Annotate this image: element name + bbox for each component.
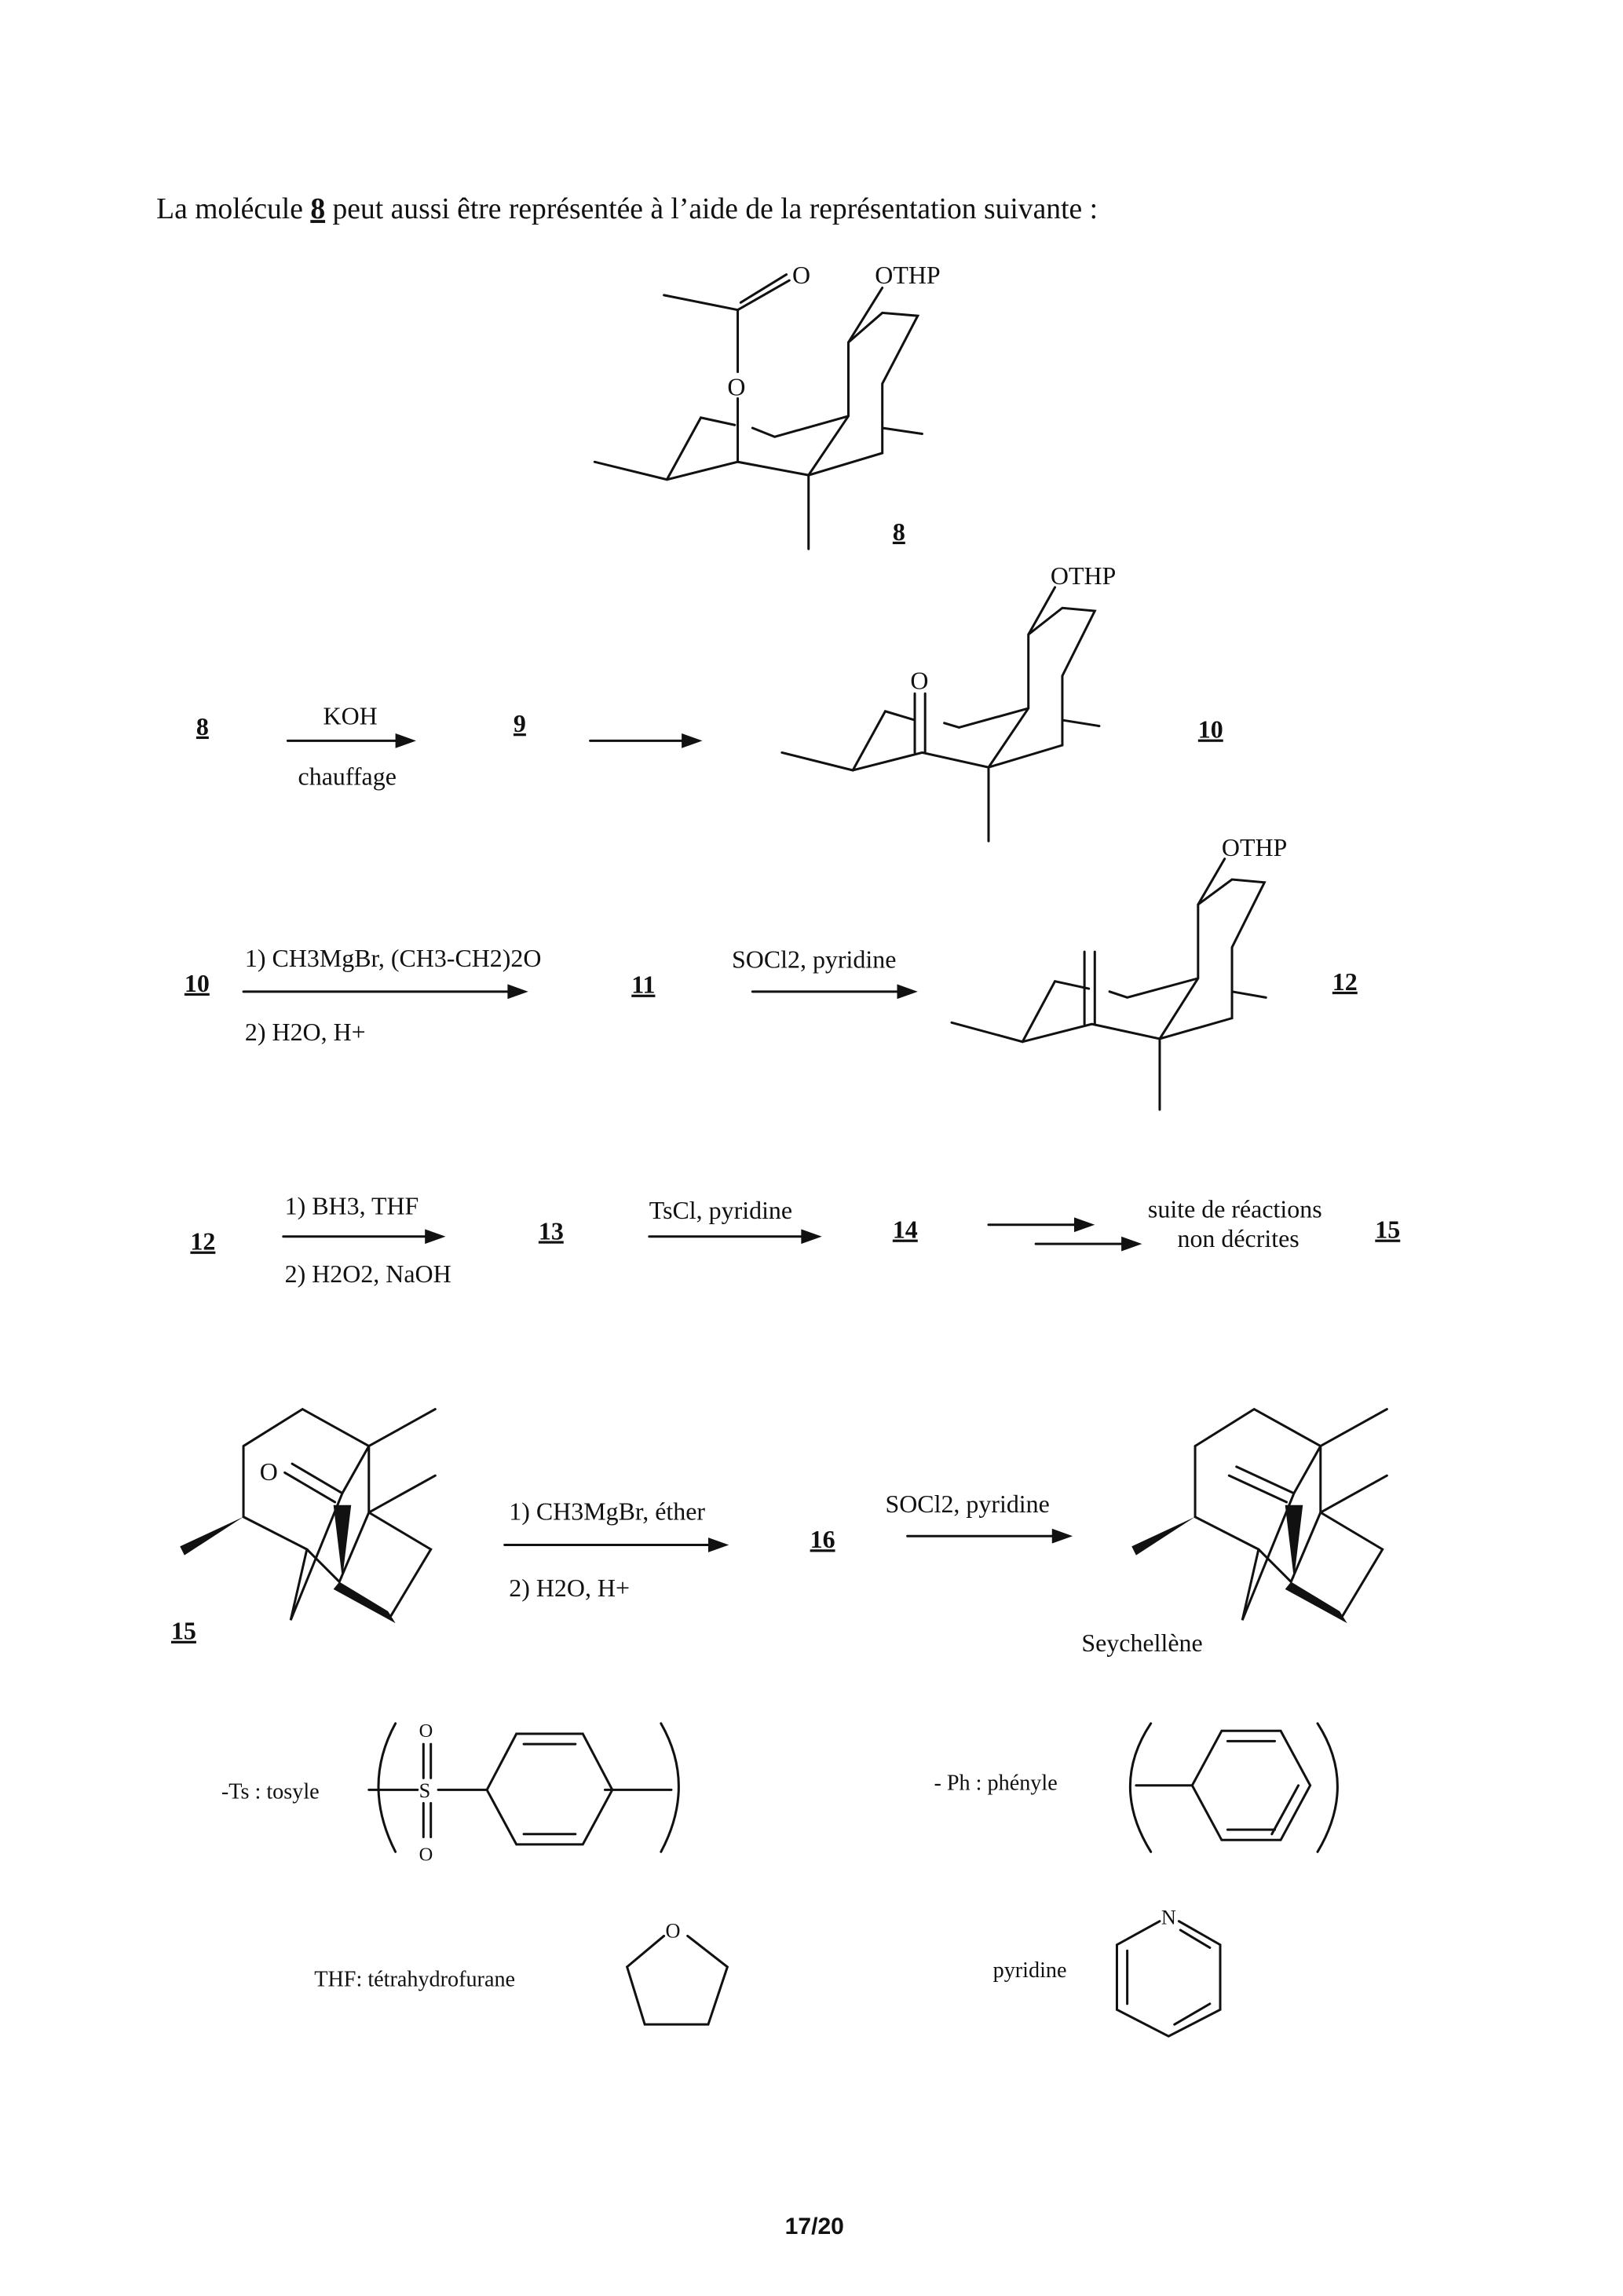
structure-bond [987,1223,1133,1245]
text-label: 12 [190,1228,215,1256]
molecule-10-structure [780,586,1101,843]
text-label: 8 [196,713,209,740]
text-label: THF: tétrahydrofurane [314,1967,515,1991]
text-label: 15 [1375,1216,1400,1244]
text-label: N [1161,1906,1176,1929]
text-label: O [419,1720,433,1742]
text-label: 1) BH3, THF [285,1193,419,1220]
text-label: O [792,261,810,289]
reaction-step-4: O 15 1) CH3MgBr, éther 2) H2O, H+ 16 SOC… [171,1407,1388,1657]
structure-bond [801,1229,822,1245]
text-label: Seychellène [1081,1629,1202,1657]
text-label: SOCl2, pyridine [732,946,896,974]
structure-bond [682,733,703,748]
structure-bond [180,1504,396,1624]
structure-bond [1051,1528,1073,1544]
text-label: OTHP [875,261,940,289]
structure-bond [507,984,528,1000]
structure-bond [897,984,918,1000]
text-label: pyridine [993,1958,1067,1983]
abbreviations-legend: -Ts : tosyle O S O - Ph : phényle THF: t… [221,1720,1339,2038]
text-label: 16 [810,1526,835,1553]
molecule-15-structure: O 15 [171,1407,437,1645]
structure-bond [367,1722,680,1853]
text-label: O [419,1844,433,1866]
structure-bond [242,1407,437,1621]
text-label: suite de réactions [1148,1195,1322,1223]
text-label: TsCl, pyridine [649,1197,792,1224]
reaction-step-1: 8 KOH chauffage 9 O OTHP 10 [196,562,1223,843]
text-label: KOH [324,703,378,730]
text-label: 8 [893,518,905,546]
intro-text: La molécule 8 peut aussi être représenté… [156,193,1098,225]
text-label: O [665,1919,680,1942]
structure-bond [593,273,923,550]
text-label: 2) H2O, H+ [245,1018,366,1046]
thf-structure: O [625,1919,729,2026]
text-label: La molécule [156,193,310,225]
reaction-step-3: 12 1) BH3, THF 2) H2O2, NaOH 13 TsCl, py… [190,1193,1400,1288]
structure-bond [1115,1920,1222,2038]
structure-bond [395,733,416,748]
text-label: -Ts : tosyle [221,1780,320,1804]
structure-bond [1193,1407,1388,1621]
text-label: 13 [539,1218,564,1245]
text-label: OTHP [1051,562,1116,590]
text-label: 2) H2O2, NaOH [285,1260,451,1288]
text-label: SOCl2, pyridine [885,1490,1049,1518]
text-label: 12 [1332,968,1358,996]
text-label: 8 [310,193,325,225]
text-label: chauffage [298,763,397,791]
structure-bond [1131,1504,1347,1624]
text-label: 1) CH3MgBr, éther [509,1498,705,1526]
text-label: 9 [514,710,526,737]
text-label: 10 [1198,716,1223,744]
structure-bond [1073,1217,1142,1252]
text-label: 11 [631,971,655,999]
text-label: 10 [185,970,210,997]
tosyl-structure: O S O [367,1720,680,1866]
reaction-step-2: 10 1) CH3MgBr, (CH3-CH2)2O 2) H2O, H+ 11… [185,834,1358,1111]
text-label: peut aussi être représentée à l’aide de … [325,193,1098,225]
structure-bond [425,1229,446,1245]
page-number: 17/20 [785,2214,844,2239]
text-label: 2) H2O, H+ [509,1574,630,1602]
text-label: non décrites [1178,1225,1299,1252]
molecule-12-structure [950,857,1267,1111]
text-label: - Ph : phényle [934,1771,1057,1795]
structure-bond [707,1537,729,1552]
text-label: OTHP [1222,834,1287,861]
text-label: O [727,374,745,401]
text-label: O [260,1458,278,1486]
text-label: O [910,667,928,695]
seychellene-structure: Seychellène [1081,1407,1388,1657]
text-label: 14 [893,1216,918,1244]
structure-bond [625,1934,729,2026]
structure-bond [1128,1722,1339,1853]
pyridine-structure: N [1115,1906,1222,2038]
text-label: 15 [171,1618,196,1645]
text-label: 1) CH3MgBr, (CH3-CH2)2O [245,945,542,972]
text-label: S [419,1779,431,1802]
molecule-8-structure: O O OTHP 8 [593,261,941,550]
phenyl-structure [1128,1722,1339,1853]
